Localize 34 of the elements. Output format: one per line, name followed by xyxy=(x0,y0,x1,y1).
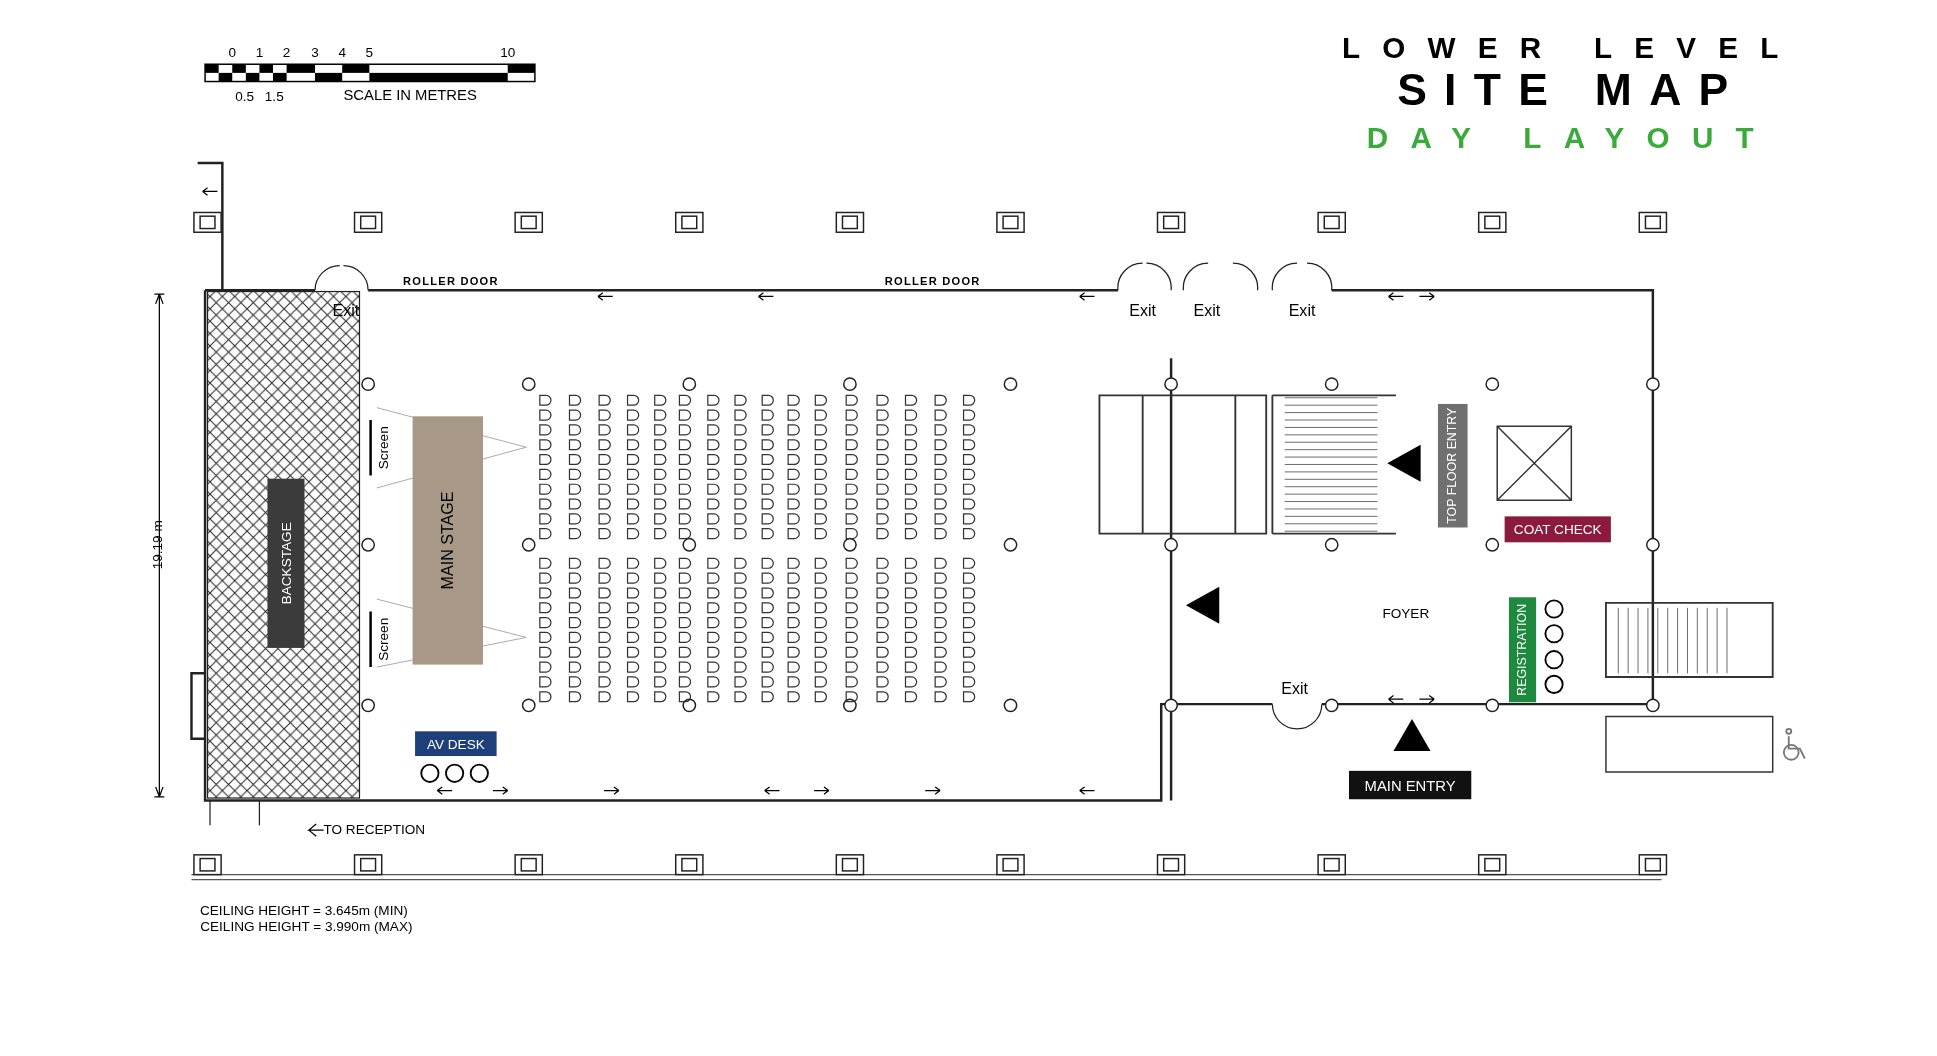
entry-sign: MAIN ENTRY xyxy=(1349,770,1472,800)
note-text: CEILING HEIGHT = 3.990m (MAX) xyxy=(200,919,413,934)
av-desk-sign: AV DESK xyxy=(415,731,497,756)
level-heading: LOWER LEVEL xyxy=(1341,33,1801,63)
layout-heading: DAY LAYOUT xyxy=(1366,123,1776,154)
door-label: ROLLER DOOR xyxy=(403,276,499,288)
exit-label: Exit xyxy=(1281,680,1308,697)
screen-label: Screen xyxy=(373,611,395,668)
screen-label: Screen xyxy=(373,420,395,476)
scale-number: 4 xyxy=(338,46,346,60)
scale-number: 0.5 xyxy=(235,89,255,104)
scale-number: 0 xyxy=(228,46,237,60)
map-title: SITE MAP xyxy=(1397,67,1746,113)
area-label: FOYER xyxy=(1382,607,1430,621)
dimension-label: 19.19 m xyxy=(151,520,165,570)
door-label: ROLLER DOOR xyxy=(884,276,981,288)
scale-number: 2 xyxy=(282,46,291,60)
scale-number: 5 xyxy=(365,46,374,60)
scale-number: 3 xyxy=(311,46,319,60)
registration-desk: REGISTRATION xyxy=(1508,596,1536,702)
exit-label: Exit xyxy=(1129,302,1157,319)
scale-number: 10 xyxy=(500,46,516,60)
coat-check-sign: COAT CHECK xyxy=(1504,516,1611,543)
scale-caption: SCALE IN METRES xyxy=(343,87,477,103)
note-text: CEILING HEIGHT = 3.645m (MIN) xyxy=(200,903,408,918)
exit-label: Exit xyxy=(1193,302,1221,319)
direction-label: TO RECEPTION xyxy=(323,823,426,837)
entry-sign: TOP FLOOR ENTRY xyxy=(1437,403,1468,528)
backstage-block: BACKSTAGE xyxy=(266,478,304,648)
exit-label: Exit xyxy=(332,302,360,319)
exit-label: Exit xyxy=(1288,302,1316,319)
scale-number: 1.5 xyxy=(264,89,284,104)
scale-number: 1 xyxy=(255,46,264,60)
stage-platform: MAIN STAGE xyxy=(412,416,483,665)
